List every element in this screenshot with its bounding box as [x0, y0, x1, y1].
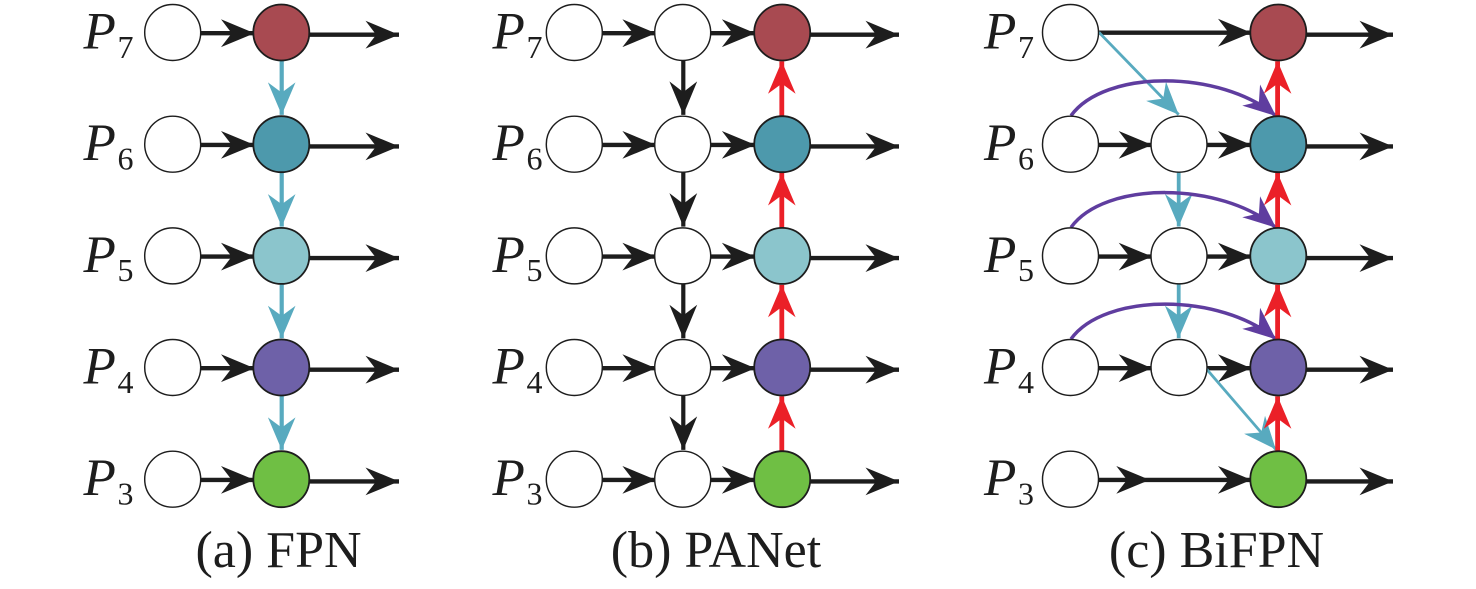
svg-text:6: 6	[118, 141, 134, 177]
svg-text:(a) FPN: (a) FPN	[195, 522, 361, 579]
svg-text:P: P	[983, 226, 1016, 284]
svg-text:5: 5	[527, 252, 543, 288]
svg-text:7: 7	[527, 29, 543, 65]
svg-text:P: P	[492, 114, 525, 172]
svg-text:P: P	[492, 338, 525, 396]
svg-text:4: 4	[527, 364, 543, 400]
svg-text:P: P	[983, 338, 1016, 396]
svg-text:5: 5	[1018, 252, 1034, 288]
svg-text:7: 7	[1018, 29, 1034, 65]
svg-text:P: P	[983, 114, 1016, 172]
svg-text:7: 7	[118, 29, 134, 65]
svg-text:3: 3	[1018, 476, 1034, 512]
svg-text:P: P	[83, 3, 116, 61]
svg-text:6: 6	[527, 141, 543, 177]
svg-text:4: 4	[1018, 364, 1034, 400]
svg-text:4: 4	[118, 364, 134, 400]
svg-text:5: 5	[118, 252, 134, 288]
svg-text:P: P	[983, 3, 1016, 61]
svg-text:P: P	[492, 226, 525, 284]
svg-text:P: P	[83, 114, 116, 172]
svg-text:P: P	[83, 226, 116, 284]
svg-text:P: P	[83, 449, 116, 507]
svg-text:(c) BiFPN: (c) BiFPN	[1109, 522, 1324, 579]
svg-text:P: P	[492, 3, 525, 61]
svg-text:6: 6	[1018, 141, 1034, 177]
svg-text:3: 3	[118, 476, 134, 512]
svg-text:P: P	[83, 338, 116, 396]
svg-text:P: P	[492, 449, 525, 507]
svg-text:3: 3	[527, 476, 543, 512]
svg-text:P: P	[983, 449, 1016, 507]
svg-text:(b) PANet: (b) PANet	[611, 522, 822, 579]
